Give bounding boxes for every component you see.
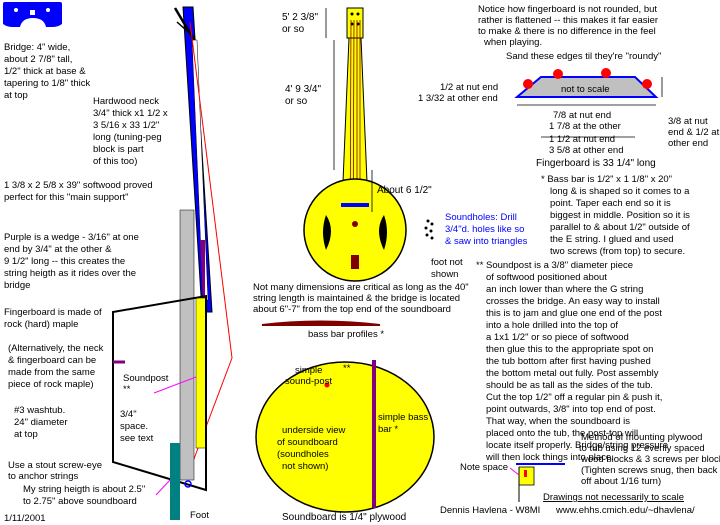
author-label: Dennis Havlena - W8MI xyxy=(440,505,540,516)
space-arrow xyxy=(155,479,171,496)
soundboard-underside xyxy=(255,361,435,513)
foot-rect xyxy=(170,443,180,520)
fingerboard-length-label: Fingerboard is 33 1/4" long xyxy=(536,158,656,169)
bass-bar-profile xyxy=(261,320,381,326)
not-necessarily-label: Drawings not necessarily to scale xyxy=(543,492,684,503)
string-height-label: My string heigth is about 2.5"to 2.75" a… xyxy=(23,484,145,507)
mounting-diagram xyxy=(509,463,565,502)
fingerboard-side xyxy=(191,39,209,301)
fingerboard-lower xyxy=(195,297,207,449)
soundpost-stars: ** xyxy=(343,363,351,374)
wedge xyxy=(200,240,205,300)
space-label: 3/4"space.see text xyxy=(120,409,154,444)
dimensions-note: Not many dimensions are critical as long… xyxy=(253,282,469,315)
bass-bar-profiles-label: bass bar profiles * xyxy=(308,329,384,340)
soundhole-left xyxy=(323,215,331,250)
fingerboard-note: Notice how fingerboard is not rounded, b… xyxy=(478,4,658,48)
bridge-front xyxy=(341,203,369,207)
soundhole-right xyxy=(379,215,387,250)
note-space-label: Note space xyxy=(460,462,508,473)
soundboard-ply-label: Soundboard is 1/4" plywood xyxy=(282,512,406,523)
neck-front xyxy=(342,37,368,183)
tailpiece xyxy=(351,255,359,269)
soundhole-pattern xyxy=(424,219,434,240)
fingerboard-section xyxy=(514,76,659,98)
bassbar-note: * Bass bar is 1/2" x 1 1/8" x 20"long & … xyxy=(541,174,690,257)
sand-edges-label: Sand these edges til they're "roundy" xyxy=(506,51,661,62)
soundpost-label: Soundpost** xyxy=(123,373,169,395)
washtub-side xyxy=(112,294,207,492)
foot-label: Foot xyxy=(190,510,209,521)
date-label: 1/11/2001 xyxy=(4,513,46,524)
soundpost-dot xyxy=(324,382,330,388)
post-mark xyxy=(352,221,358,227)
bridge-drawing xyxy=(3,2,62,27)
sand-edge-dots xyxy=(523,68,652,89)
headstock xyxy=(346,7,364,39)
overall-height-label: 5' 2 3/8"or so xyxy=(282,12,318,35)
space-arrow-2 xyxy=(153,376,197,394)
main-support xyxy=(179,209,195,481)
soundboard-front xyxy=(303,178,407,282)
screw-eye-icon xyxy=(184,480,192,488)
alternative-label: (Alternatively, the neck& fingerboard ca… xyxy=(8,343,104,390)
bridge-label: Bridge: 4" wide,about 2 7/8" tall,1/2" t… xyxy=(4,42,91,101)
about-label: About 6 1/2" xyxy=(377,185,432,196)
string-length-label: 4' 9 3/4"or so xyxy=(285,84,321,107)
not-to-scale-label: not to scale xyxy=(561,84,610,95)
url-label: www.ehhs.cmich.edu/~dhavlena/ xyxy=(555,505,695,516)
